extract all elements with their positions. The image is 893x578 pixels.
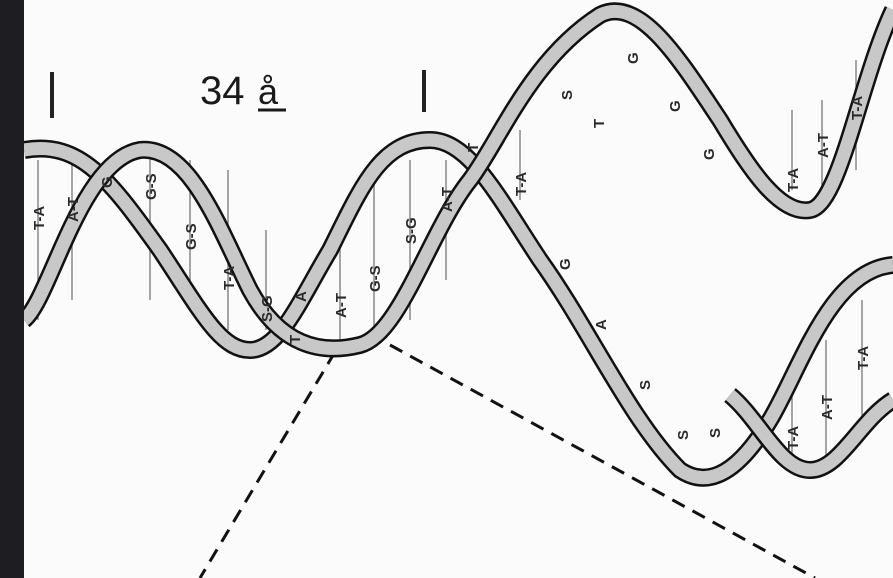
bp-15: T-A: [513, 172, 530, 196]
zoom-dash-left: [198, 351, 337, 578]
bp-21: T-A: [785, 168, 802, 192]
bp-28: S: [707, 428, 724, 438]
bp-4: G-S: [143, 173, 160, 200]
pitch-unit: å: [258, 71, 279, 112]
bp-9: A: [293, 291, 310, 302]
bp-6: T-A: [221, 266, 238, 290]
bp-20: G: [701, 148, 718, 160]
bp-31: T-A: [855, 346, 872, 370]
left-frame-bar: [0, 0, 24, 578]
bp-23: T-A: [849, 96, 866, 120]
bp-12: S-G: [403, 217, 420, 244]
base-labels: T-A A-T G G-S G-S T-A S-G T A A-T G-S S-…: [31, 52, 872, 450]
bp-25: A: [593, 319, 610, 330]
bp-7: S-G: [259, 295, 276, 322]
bp-22: A-T: [815, 133, 832, 158]
bp-10: A-T: [333, 293, 350, 318]
pitch-label: 34: [200, 69, 245, 113]
bp-8: T: [287, 335, 304, 344]
bp-5: G-S: [183, 223, 200, 250]
diagram-paper: [24, 0, 893, 578]
dna-strand-c: [723, 388, 893, 480]
bp-19: G: [667, 100, 684, 112]
bp-14: T: [465, 143, 482, 152]
bp-3: G: [99, 176, 116, 188]
bp-26: S: [637, 380, 654, 390]
bp-18: G: [625, 52, 642, 64]
bp-1: T-A: [31, 206, 48, 230]
bp-16: S: [559, 90, 576, 100]
bp-24: G: [557, 258, 574, 270]
zoom-dash-right: [389, 343, 816, 578]
bp-2: A-T: [65, 197, 82, 222]
bp-13: A-T: [439, 187, 456, 212]
bp-17: T: [591, 119, 608, 128]
bp-29: T-A: [785, 426, 802, 450]
bp-27: S: [675, 430, 692, 440]
bp-30: A-T: [819, 395, 836, 420]
bp-11: G-S: [367, 265, 384, 292]
